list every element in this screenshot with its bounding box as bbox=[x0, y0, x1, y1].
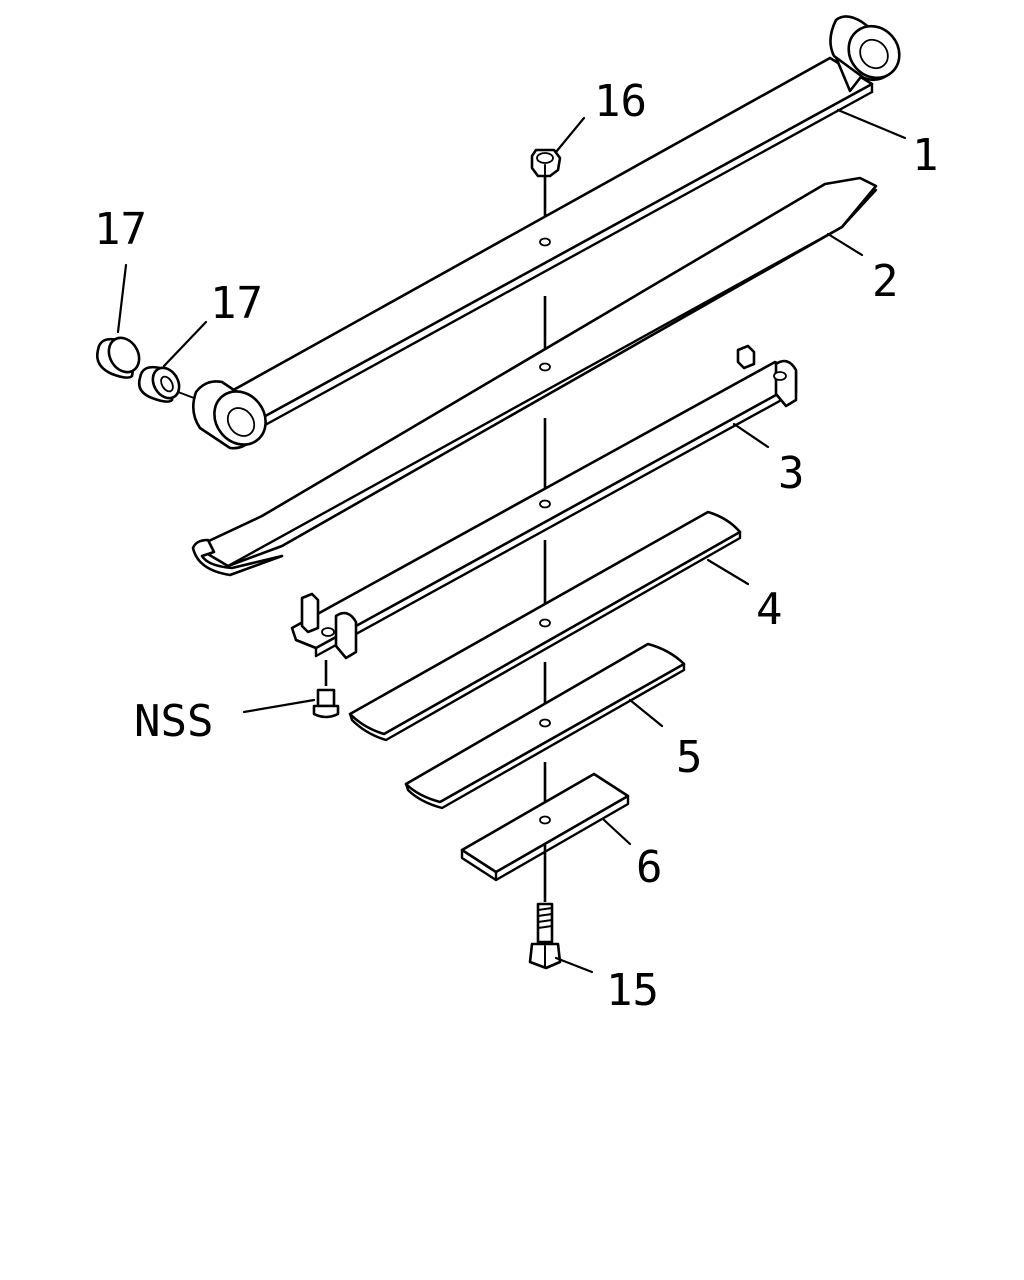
leader-lines bbox=[116, 108, 907, 974]
fourth-leaf-part-4 bbox=[348, 510, 742, 742]
fifth-leaf-part-5 bbox=[404, 642, 686, 810]
callout-3: 3 bbox=[778, 448, 805, 499]
nut-part-16 bbox=[530, 148, 562, 178]
leader-17-inner bbox=[162, 320, 208, 368]
center-hole-3 bbox=[539, 499, 551, 509]
leader-2 bbox=[826, 232, 864, 257]
leader-17-outer bbox=[116, 263, 128, 334]
front-spring-eye bbox=[191, 380, 267, 450]
leader-16 bbox=[554, 116, 586, 154]
leader-nss bbox=[242, 698, 316, 714]
callout-17-inner: 17 bbox=[210, 278, 263, 329]
leader-6 bbox=[602, 818, 632, 846]
leader-5 bbox=[628, 698, 664, 728]
center-hole-5 bbox=[539, 718, 551, 728]
center-hole-4 bbox=[539, 618, 551, 628]
callout-1: 1 bbox=[912, 130, 939, 181]
callout-labels: 1 2 3 4 5 6 15 16 17 17 NSS bbox=[94, 76, 939, 1016]
callout-5: 5 bbox=[676, 732, 703, 783]
leader-3 bbox=[732, 422, 770, 449]
second-leaf-part-2 bbox=[191, 176, 878, 577]
rear-spring-eye bbox=[829, 15, 901, 93]
center-bolt-part-15 bbox=[528, 902, 562, 970]
clip-bolt-nss bbox=[312, 660, 340, 719]
callout-nss: NSS bbox=[134, 696, 213, 747]
front-rebound-clip bbox=[300, 592, 358, 660]
center-hole-2 bbox=[539, 362, 551, 372]
callout-17-outer: 17 bbox=[94, 204, 147, 255]
leader-4 bbox=[706, 558, 750, 586]
leader-15 bbox=[554, 956, 594, 974]
center-hole-6 bbox=[539, 815, 551, 825]
leader-1 bbox=[836, 108, 907, 140]
callout-6: 6 bbox=[636, 842, 663, 893]
center-hole-1 bbox=[539, 237, 551, 247]
bushing-outer-part-17 bbox=[96, 336, 141, 379]
spacer-plate-part-6 bbox=[460, 772, 630, 882]
third-leaf-part-3 bbox=[290, 344, 798, 660]
bushing-inner-part-17 bbox=[137, 365, 195, 403]
callout-15: 15 bbox=[606, 965, 659, 1016]
callout-4: 4 bbox=[756, 584, 783, 635]
rear-rebound-clip bbox=[736, 344, 798, 408]
main-leaf-part-1 bbox=[191, 15, 901, 450]
callout-16: 16 bbox=[594, 76, 647, 127]
callout-2: 2 bbox=[872, 256, 899, 307]
